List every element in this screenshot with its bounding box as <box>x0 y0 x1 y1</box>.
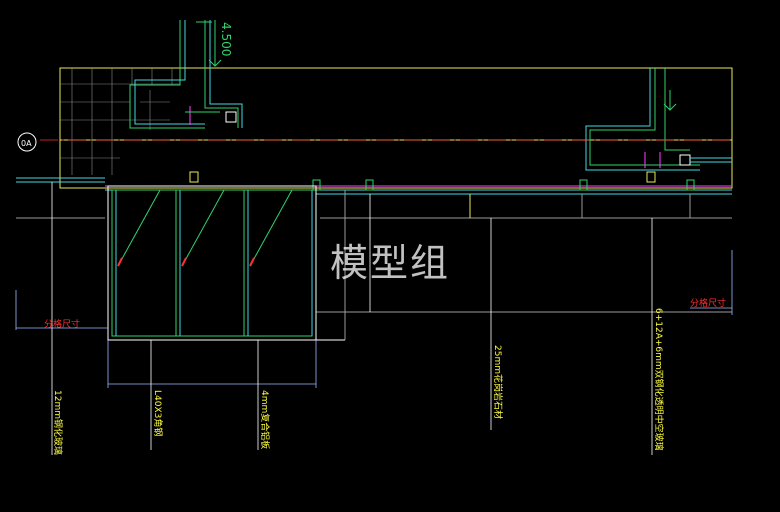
upper-slab <box>59 67 733 189</box>
glass-right-label: 6+12A+6mm双钢化透明中空玻璃 <box>653 308 665 451</box>
glass-band <box>16 177 732 219</box>
slab-hatch <box>60 68 180 175</box>
grid-dim-left-label: 分格尺寸 <box>44 318 80 330</box>
level-mark-label: 4.500 <box>219 22 233 56</box>
axis-line <box>17 132 732 152</box>
grid-dim-right-label: 分格尺寸 <box>690 297 726 309</box>
leader-lines <box>51 182 653 455</box>
wall-recess-left <box>129 20 243 129</box>
glass-left-label: 12mm钢化玻璃 <box>52 390 64 455</box>
lower-panel-box <box>107 185 732 341</box>
axis-bubble-label: 0A <box>21 139 32 148</box>
angle-steel-label: L40X3角钢 <box>152 390 164 436</box>
wall-recess-right <box>585 68 732 171</box>
level-marker <box>196 20 677 111</box>
granite-label: 25mm花岗岩石材 <box>492 345 504 419</box>
composite-panel-label: 4mm复合铝板 <box>259 390 271 449</box>
mullion-anchors <box>189 171 695 191</box>
dimension-lines <box>15 250 733 388</box>
watermark: 模型组 <box>330 241 451 285</box>
